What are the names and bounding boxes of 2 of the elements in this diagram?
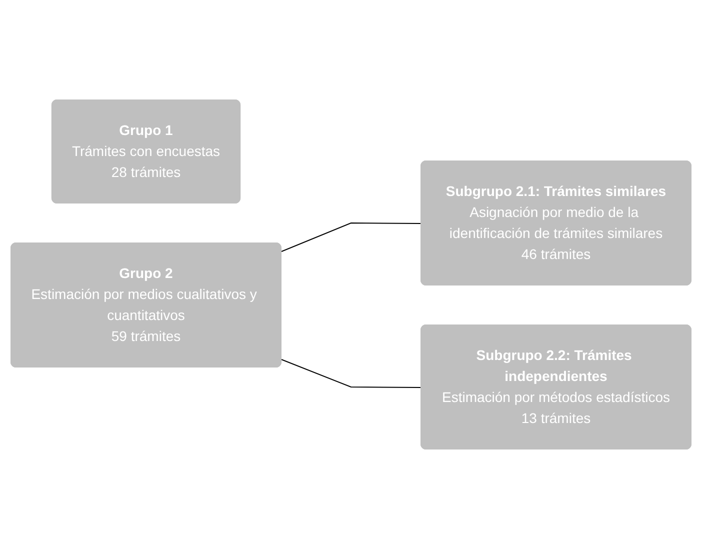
- connector: [281, 359, 422, 388]
- connector: [281, 222, 422, 252]
